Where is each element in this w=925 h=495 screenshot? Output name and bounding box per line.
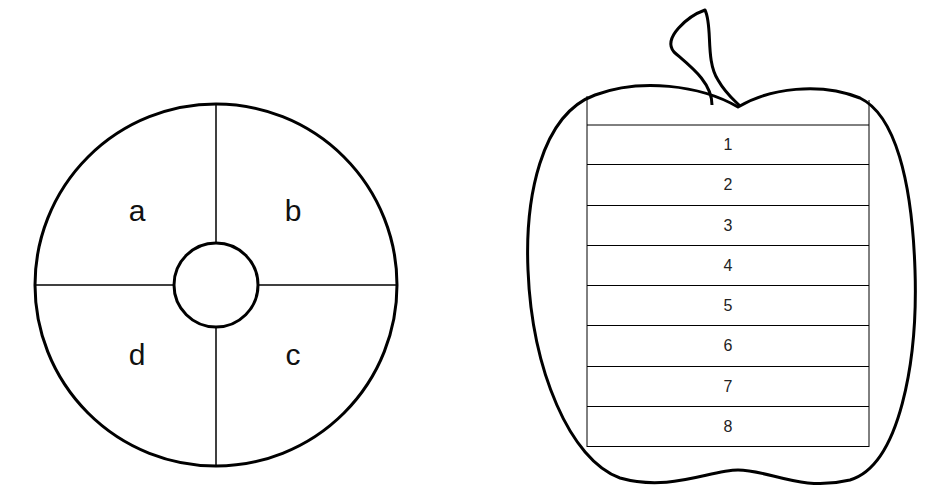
slice-band: 4 [587, 246, 869, 286]
outer-circle [35, 104, 397, 466]
slice-band: 7 [587, 367, 869, 407]
quadrant-label: b [285, 196, 302, 226]
slice-edge [869, 100, 870, 447]
ring-figure [35, 104, 397, 466]
apple-outline [528, 86, 916, 484]
divider-line [35, 284, 174, 286]
slice-band: 6 [587, 326, 869, 367]
slice-number: 8 [724, 418, 733, 436]
quadrant-label: d [129, 340, 146, 370]
slice-number: 4 [724, 257, 733, 275]
inner-circle [174, 243, 258, 327]
slice-band: 8 [587, 407, 869, 447]
slice-band: 1 [587, 125, 869, 165]
quadrant-label: a [129, 196, 146, 226]
slice-number: 6 [724, 337, 733, 355]
slice-number: 7 [724, 378, 733, 396]
divider-line [215, 104, 217, 243]
apple-figure [528, 10, 916, 484]
slice-band: 5 [587, 286, 869, 326]
slice-band: 3 [587, 206, 869, 246]
slice-number: 1 [724, 136, 733, 154]
slice-number: 3 [724, 217, 733, 235]
divider-line [215, 327, 217, 466]
divider-line [258, 284, 397, 286]
apple-stem [671, 10, 740, 106]
slice-number: 2 [724, 176, 733, 194]
slice-number: 5 [724, 297, 733, 315]
slice-band: 2 [587, 165, 869, 206]
quadrant-label: c [286, 340, 301, 370]
